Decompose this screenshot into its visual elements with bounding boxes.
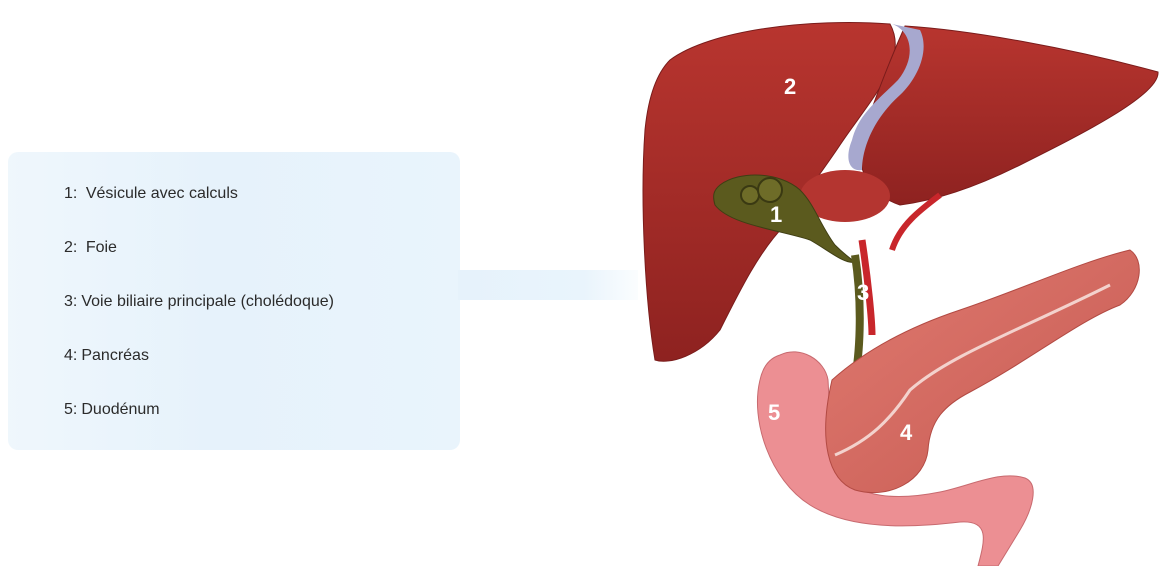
legend-item-gallbladder: 1: Vésicule avec calculs xyxy=(64,180,334,207)
legend-item-pancreas: 4:Pancréas xyxy=(64,342,334,369)
liver-right-lobe xyxy=(860,26,1158,205)
legend-list: 1: Vésicule avec calculs 2: Foie 3:Voie … xyxy=(64,180,334,450)
label-duodenum: 5 xyxy=(768,400,780,425)
label-pancreas: 4 xyxy=(900,420,913,445)
legend-number: 3 xyxy=(64,288,73,315)
legend-label: Foie xyxy=(86,239,117,256)
gallstone-icon xyxy=(741,186,759,204)
legend-item-liver: 2: Foie xyxy=(64,234,334,261)
legend-item-bile-duct: 3:Voie biliaire principale (cholédoque) xyxy=(64,288,334,315)
legend-label: Vésicule avec calculs xyxy=(86,185,238,202)
legend-label: Voie biliaire principale (cholédoque) xyxy=(81,293,334,310)
legend-label: Pancréas xyxy=(81,347,149,364)
legend-label: Duodénum xyxy=(81,401,159,418)
legend-number: 2 xyxy=(64,234,73,261)
legend-number: 1 xyxy=(64,180,73,207)
label-gallbladder: 1 xyxy=(770,202,782,227)
label-liver: 2 xyxy=(784,74,796,99)
label-bile-duct: 3 xyxy=(857,280,869,305)
pancreas xyxy=(826,250,1140,493)
gallstone-icon xyxy=(758,178,782,202)
legend-item-duodenum: 5:Duodénum xyxy=(64,396,334,423)
legend-number: 5 xyxy=(64,396,73,423)
anatomy-illustration: 1 2 3 4 5 xyxy=(600,0,1164,566)
legend-number: 4 xyxy=(64,342,73,369)
